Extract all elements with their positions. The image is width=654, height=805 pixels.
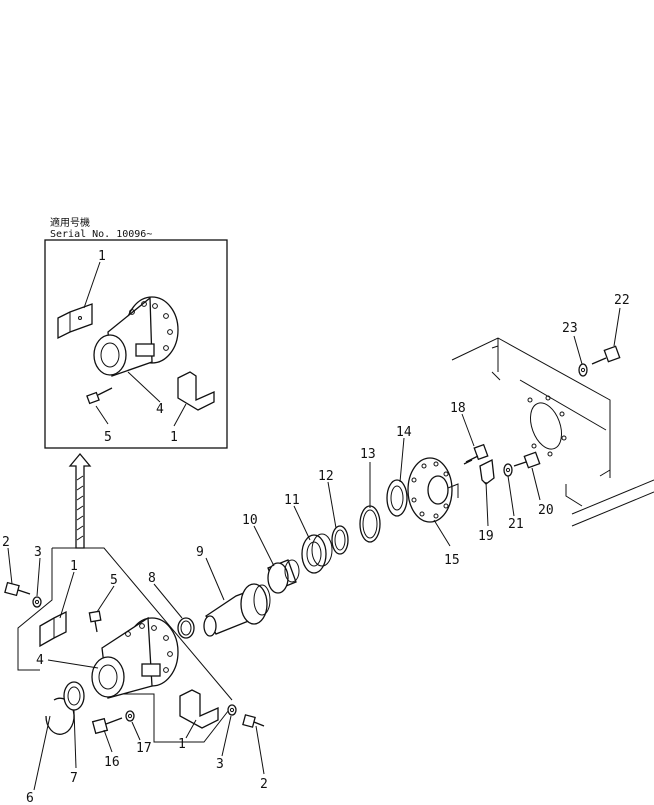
callout-inset-1b: 1 xyxy=(170,430,178,445)
bolt-20 xyxy=(513,451,541,469)
inset-bolt xyxy=(86,387,113,405)
callout-main-12: 12 xyxy=(318,469,334,484)
inset-flange-bolt-holes xyxy=(129,301,173,351)
callout-main-19: 19 xyxy=(478,529,494,544)
race-10 xyxy=(267,559,300,594)
washer-3-upper xyxy=(32,596,42,608)
callout-main-1a: 1 xyxy=(70,559,78,574)
leader-lines xyxy=(7,307,621,791)
callout-inset-4: 4 xyxy=(156,402,164,417)
cover-15 xyxy=(407,457,459,523)
bolt-5 xyxy=(88,610,102,633)
clip-19 xyxy=(479,459,495,485)
callout-inset-5: 5 xyxy=(104,430,112,445)
inset-hub-housing xyxy=(93,296,179,377)
callout-main-10: 10 xyxy=(242,513,258,528)
washer-3-lower xyxy=(227,704,237,716)
frame-bolt-holes xyxy=(527,395,567,457)
bolt-16 xyxy=(91,717,123,735)
callout-main-17: 17 xyxy=(136,741,152,756)
fitting-18 xyxy=(463,443,489,465)
bolt-2-upper xyxy=(4,581,31,597)
callout-main-13: 13 xyxy=(360,447,376,462)
bracket-1-upper xyxy=(39,610,67,648)
o-ring-13 xyxy=(359,505,381,543)
inset-detail-box: 1 4 5 1 xyxy=(44,239,228,449)
gearbox-frame xyxy=(451,337,654,527)
callout-main-7: 7 xyxy=(70,771,78,786)
washer-21 xyxy=(503,463,513,477)
callout-main-9: 9 xyxy=(196,545,204,560)
callout-inset-1a: 1 xyxy=(98,249,106,264)
callout-main-11: 11 xyxy=(284,493,300,508)
callout-main-22: 22 xyxy=(614,293,630,308)
bracket-1-lower xyxy=(179,689,219,729)
seal-7 xyxy=(63,681,85,711)
cover-bolt-holes xyxy=(411,461,449,519)
reference-arrow xyxy=(68,452,92,549)
callout-main-2b: 2 xyxy=(260,777,268,792)
callout-main-3b: 3 xyxy=(216,757,224,772)
callout-main-14: 14 xyxy=(396,425,412,440)
callout-main-4: 4 xyxy=(36,653,44,668)
callout-main-20: 20 xyxy=(538,503,554,518)
ring-8 xyxy=(177,617,195,639)
washer-17 xyxy=(125,710,135,722)
inset-bracket-lower xyxy=(177,371,215,411)
callout-main-3a: 3 xyxy=(34,545,42,560)
callout-main-21: 21 xyxy=(508,517,524,532)
bolt-2-lower xyxy=(242,714,265,728)
housing-4 xyxy=(91,616,179,699)
bolt-22 xyxy=(591,345,621,365)
inset-bracket-upper xyxy=(57,303,93,340)
callout-main-15: 15 xyxy=(444,553,460,568)
callout-main-8: 8 xyxy=(148,571,156,586)
callout-main-2a: 2 xyxy=(2,535,10,550)
callout-main-5: 5 xyxy=(110,573,118,588)
housing-flange-bolt-holes xyxy=(125,623,173,673)
gasket-14 xyxy=(386,479,408,517)
callout-main-1b: 1 xyxy=(178,737,186,752)
callout-main-6: 6 xyxy=(26,791,34,805)
washer-23 xyxy=(578,363,588,377)
callout-main-18: 18 xyxy=(450,401,466,416)
callout-main-23: 23 xyxy=(562,321,578,336)
bearing-11 xyxy=(301,533,333,574)
shaft-9 xyxy=(203,583,271,637)
serial-number-label: Serial No. 10096~ xyxy=(50,229,152,240)
group-outline xyxy=(17,547,233,743)
snap-ring-12 xyxy=(331,525,349,555)
applicable-serial-heading: 適用号機 xyxy=(50,216,90,229)
callout-main-16: 16 xyxy=(104,755,120,770)
